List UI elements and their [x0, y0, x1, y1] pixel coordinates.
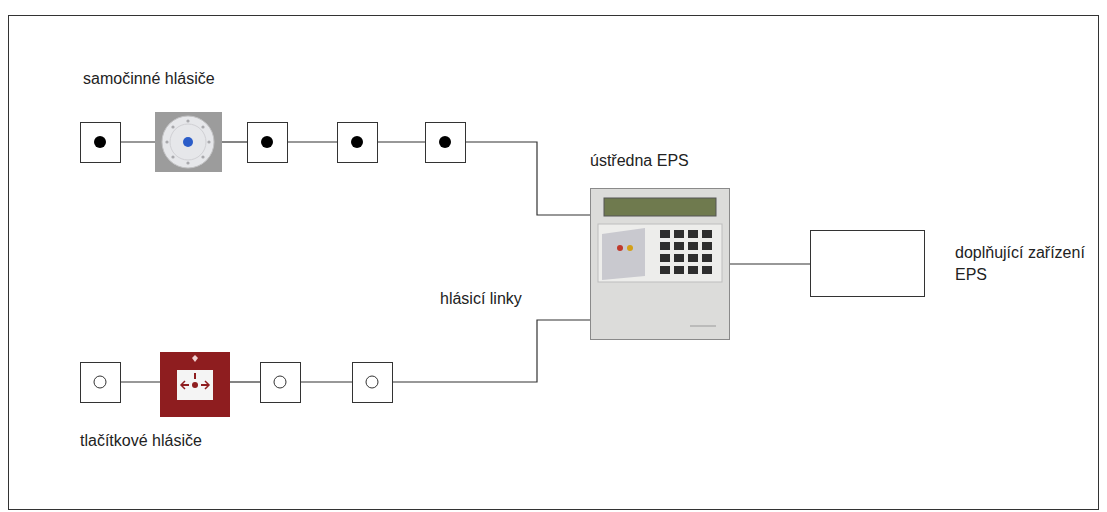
panel-labels-area — [602, 228, 645, 280]
panel-key — [688, 242, 698, 250]
panel-key — [660, 254, 670, 262]
panel-key — [674, 242, 684, 250]
panel-display — [604, 198, 716, 216]
panel-key — [674, 254, 684, 262]
control-panel-body — [590, 188, 730, 340]
manual-call-point — [81, 363, 393, 403]
outside-text: doplňující zařízení EPS — [955, 242, 1090, 285]
group-label: samočinné hlásiče — [83, 68, 215, 90]
group-label: tlačítkové hlásiče — [80, 430, 202, 452]
panel-housing — [591, 189, 730, 340]
panel-key — [702, 254, 712, 262]
panel-badge — [690, 326, 716, 327]
node-text: doplňující zařízení EPS — [955, 242, 1090, 285]
call-point-photo — [160, 352, 230, 417]
panel-key — [702, 242, 712, 250]
control-panel-drawing — [590, 188, 730, 340]
automatic-detector — [81, 123, 466, 163]
panel-key — [660, 266, 670, 274]
panel-key — [674, 266, 684, 274]
smoke-detector-photo — [155, 112, 222, 172]
panel-keypad — [598, 224, 722, 282]
line-label: hlásicí linky — [440, 288, 522, 310]
auxiliary-device-box: doplňující zařízení EPS — [810, 230, 925, 297]
control-panel: ústředna EPS — [590, 150, 730, 340]
connector-line — [730, 263, 810, 264]
panel-key — [702, 230, 712, 238]
device-outline — [810, 230, 925, 297]
panel-key — [688, 230, 698, 238]
panel-key — [702, 266, 712, 274]
panel-key — [688, 254, 698, 262]
panel-key — [688, 266, 698, 274]
panel-led — [627, 245, 633, 251]
panel-led — [617, 245, 623, 251]
frame — [9, 16, 1099, 510]
panel-key — [674, 230, 684, 238]
panel-key — [660, 230, 670, 238]
node-heading: ústředna EPS — [590, 150, 730, 172]
panel-key — [660, 242, 670, 250]
